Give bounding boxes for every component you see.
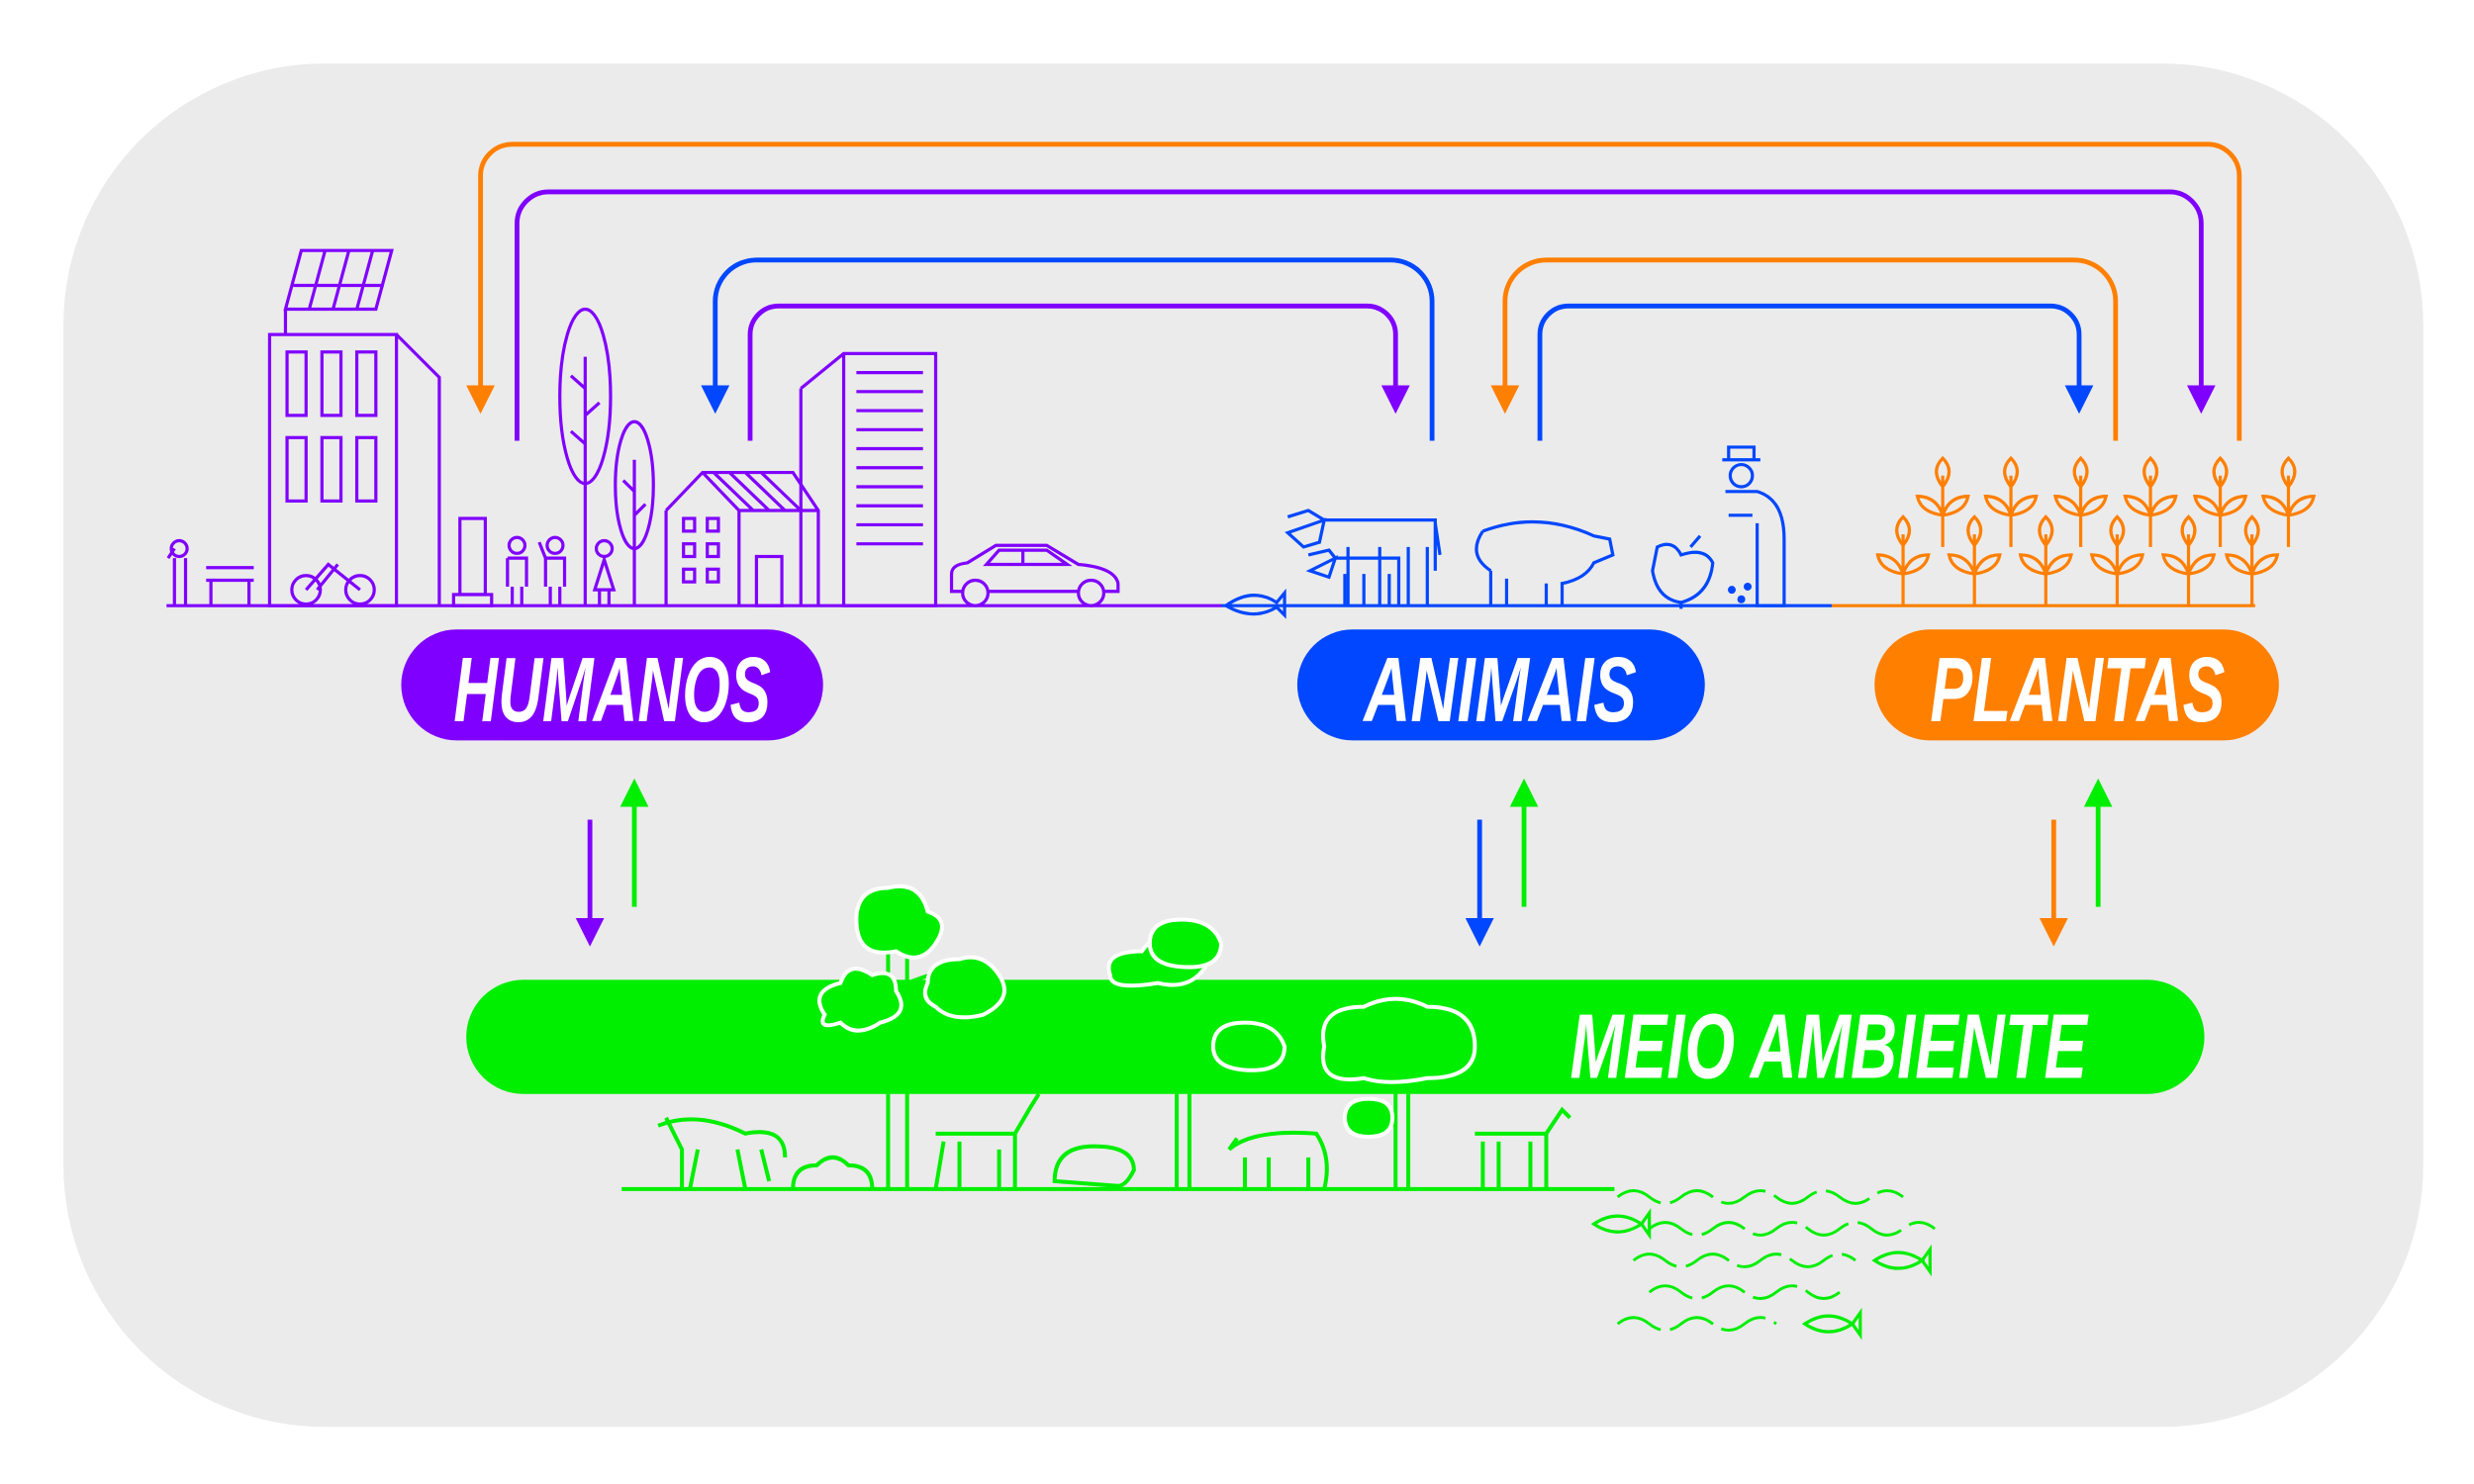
water-waves-illustration [1616, 1189, 1937, 1332]
fish-group [1590, 1207, 1932, 1341]
arrow-humans-to-animals [747, 303, 1410, 441]
connection-arrows [466, 141, 2242, 441]
fish-icon [1801, 1307, 1862, 1341]
animals-label: ANIMAIS [1296, 629, 1705, 741]
humans-label: HUMANOS [401, 629, 823, 741]
environment-exchange-arrows [575, 778, 2113, 947]
arrow-animals-to-humans [701, 257, 1435, 441]
fish-icon [1590, 1207, 1652, 1241]
arrow-humans-to-plants [515, 189, 2216, 441]
farm-animals-illustration [1222, 445, 1786, 619]
city-illustration [166, 248, 1120, 607]
humans-label-text: HUMANOS [453, 638, 771, 741]
animals-label-text: ANIMAIS [1363, 638, 1637, 741]
chicken-icon [1651, 534, 1715, 609]
farmer-icon [1725, 490, 1786, 607]
cow-icon [1285, 509, 1442, 606]
pig-icon [1475, 519, 1615, 606]
calf-icon [1305, 548, 1401, 606]
goat-icon [1475, 1106, 1571, 1189]
plants-label: PLANTAS [1874, 629, 2279, 741]
boar-icon [1227, 1130, 1329, 1190]
fish-icon [1871, 1244, 1932, 1277]
environment-label-text: MEIO AMBIENTE [1570, 995, 2090, 1098]
arrow-plants-to-animals [1490, 257, 2119, 441]
capybara-icon [1052, 1144, 1136, 1188]
fish-icon [1222, 588, 1286, 619]
plants-label-text: PLANTAS [1930, 638, 2225, 741]
antelope-icon [933, 1092, 1041, 1190]
arrow-animals-to-plants [1537, 303, 2094, 441]
nature-illustration [621, 883, 1615, 1191]
background-panel [63, 63, 2424, 1428]
arrow-plants-to-humans [466, 141, 2242, 441]
big-cat-icon [657, 1116, 788, 1190]
